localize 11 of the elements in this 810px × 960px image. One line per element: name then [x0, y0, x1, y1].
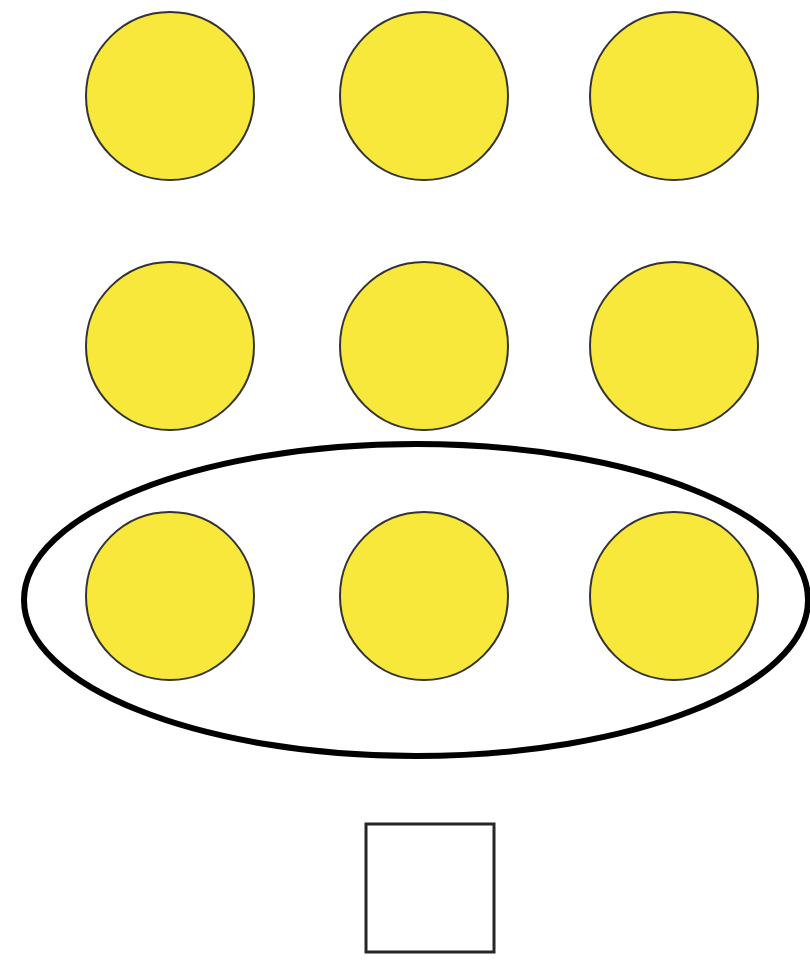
circle: [589, 511, 759, 681]
circle: [85, 511, 255, 681]
circle: [589, 261, 759, 431]
circle: [339, 11, 509, 181]
ellipse-outline: [21, 441, 810, 759]
circle: [339, 261, 509, 431]
circle: [85, 11, 255, 181]
circle: [85, 261, 255, 431]
square: [364, 822, 496, 954]
circle: [589, 11, 759, 181]
circle: [339, 511, 509, 681]
